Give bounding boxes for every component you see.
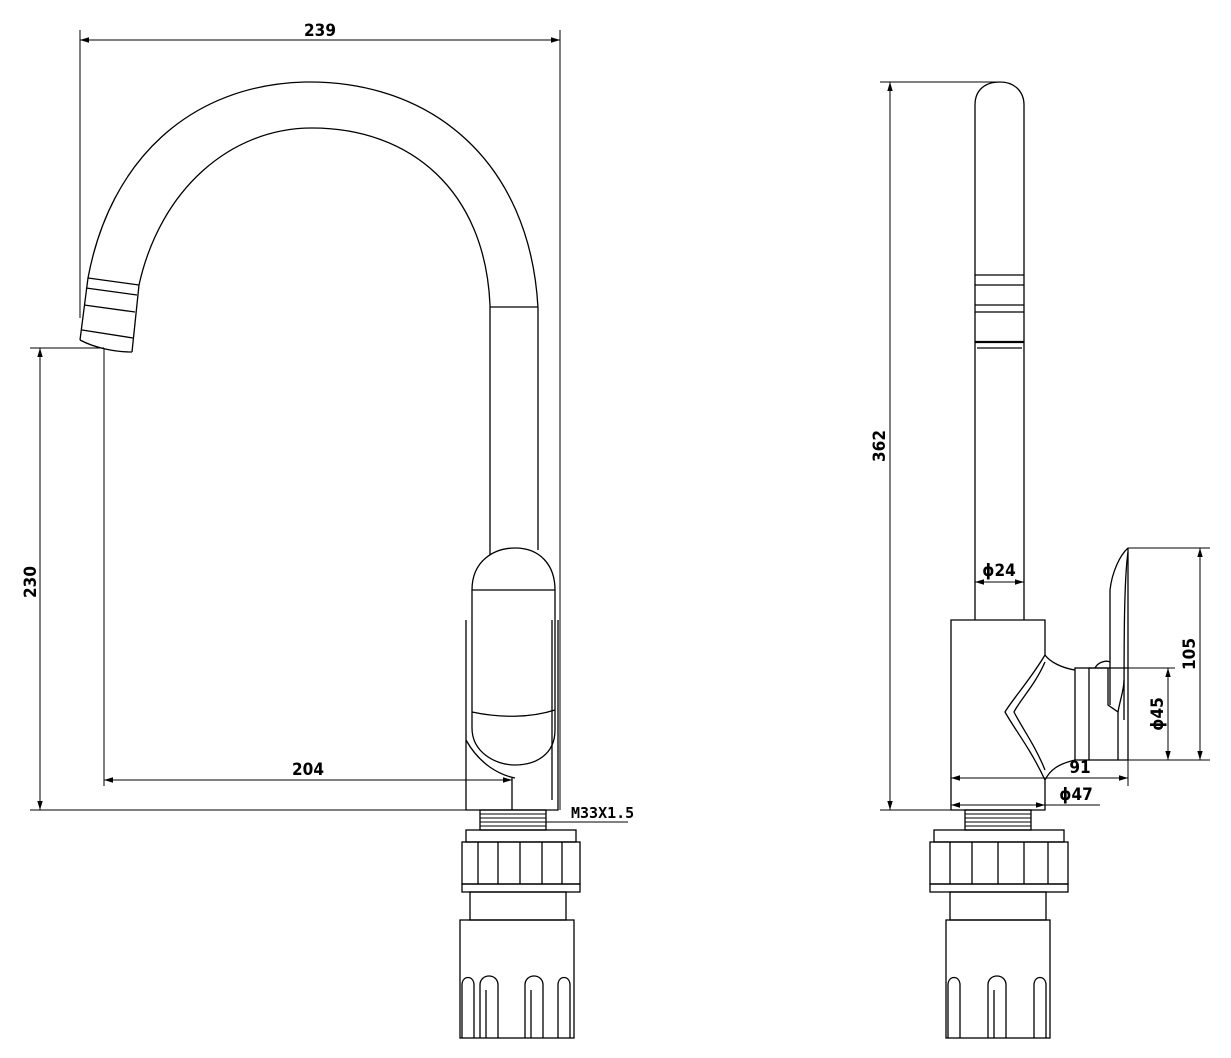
dim-phi24-label: ϕ24: [982, 561, 1015, 581]
front-dim-spout-reach: 204: [103, 348, 512, 786]
dim-phi45-label: ϕ45: [1148, 697, 1168, 730]
dim-230-label: 230: [21, 566, 41, 598]
front-mounting-nut: [459, 829, 581, 1039]
side-body: [950, 619, 1128, 811]
front-thread: [479, 809, 547, 831]
dim-91-label: 91: [1069, 758, 1090, 778]
front-dim-thread: M33X1.5: [546, 804, 634, 823]
side-view: 362 ϕ24 105 ϕ45 91: [870, 81, 1210, 1039]
side-dim-spout-dia: ϕ24: [975, 561, 1024, 585]
dim-239-label: 239: [304, 21, 336, 41]
side-mounting-nut: [929, 829, 1069, 1039]
side-thread: [964, 809, 1032, 831]
front-spout: [79, 81, 539, 555]
side-dim-depth: 91: [951, 758, 1129, 786]
side-dim-total-height: 362: [870, 81, 1000, 811]
dim-105-label: 105: [1180, 638, 1200, 670]
dim-204-label: 204: [292, 760, 324, 780]
side-dim-handle-height: 105: [1128, 547, 1210, 761]
dim-phi47-label: ϕ47: [1059, 785, 1092, 805]
front-dim-spout-height: 230: [21, 347, 466, 811]
dim-362-label: 362: [870, 430, 890, 462]
side-dim-base-dia: ϕ47: [951, 785, 1100, 808]
front-body: [465, 547, 559, 811]
front-view: 239 230 204 M33X1.5: [21, 21, 634, 1039]
side-dim-handle-dia: ϕ45: [1128, 667, 1175, 761]
side-spout: [974, 81, 1025, 620]
front-dim-width: 239: [79, 21, 561, 810]
dim-thread-label: M33X1.5: [571, 804, 634, 822]
side-handle: [1094, 547, 1129, 760]
